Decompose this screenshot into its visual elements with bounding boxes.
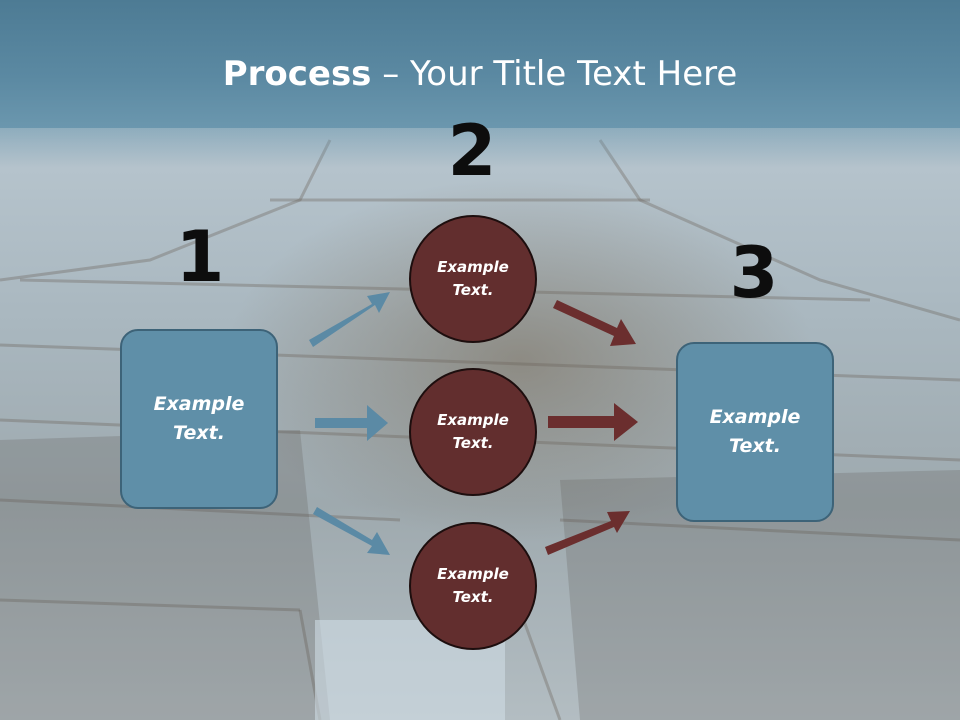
- process-circle-top[interactable]: Example Text.: [409, 215, 537, 343]
- process-circle-bottom[interactable]: Example Text.: [409, 522, 537, 650]
- right-box-line2: Text.: [729, 435, 781, 457]
- arrow-blue-up-icon: [309, 292, 390, 347]
- process-circle-middle[interactable]: Example Text.: [409, 368, 537, 496]
- right-box-line1: Example: [709, 406, 801, 428]
- right-process-box[interactable]: Example Text.: [676, 342, 834, 522]
- arrow-red-up-icon: [545, 511, 630, 555]
- circle-middle-line1: Example: [437, 411, 509, 429]
- circle-bottom-line2: Text.: [452, 588, 494, 606]
- title-bold-part: Process: [222, 54, 372, 94]
- step-number-2: 2: [447, 110, 497, 192]
- left-box-line1: Example: [153, 393, 245, 415]
- title-fade: [0, 128, 960, 168]
- step-number-3: 3: [729, 232, 779, 314]
- circle-bottom-line1: Example: [437, 565, 509, 583]
- arrow-red-down-icon: [553, 300, 636, 346]
- arrow-blue-right-icon: [315, 405, 388, 441]
- slide-title: Process – Your Title Text Here: [0, 52, 960, 96]
- step-number-1: 1: [175, 216, 225, 298]
- title-rest-part: – Your Title Text Here: [371, 54, 738, 94]
- title-band: [0, 0, 960, 128]
- circle-top-line1: Example: [437, 258, 509, 276]
- left-box-line2: Text.: [173, 422, 225, 444]
- circle-top-line2: Text.: [452, 281, 494, 299]
- circle-middle-line2: Text.: [452, 434, 494, 452]
- arrow-blue-down-icon: [313, 507, 390, 555]
- arrow-red-right-icon: [548, 403, 638, 441]
- left-process-box[interactable]: Example Text.: [120, 329, 278, 509]
